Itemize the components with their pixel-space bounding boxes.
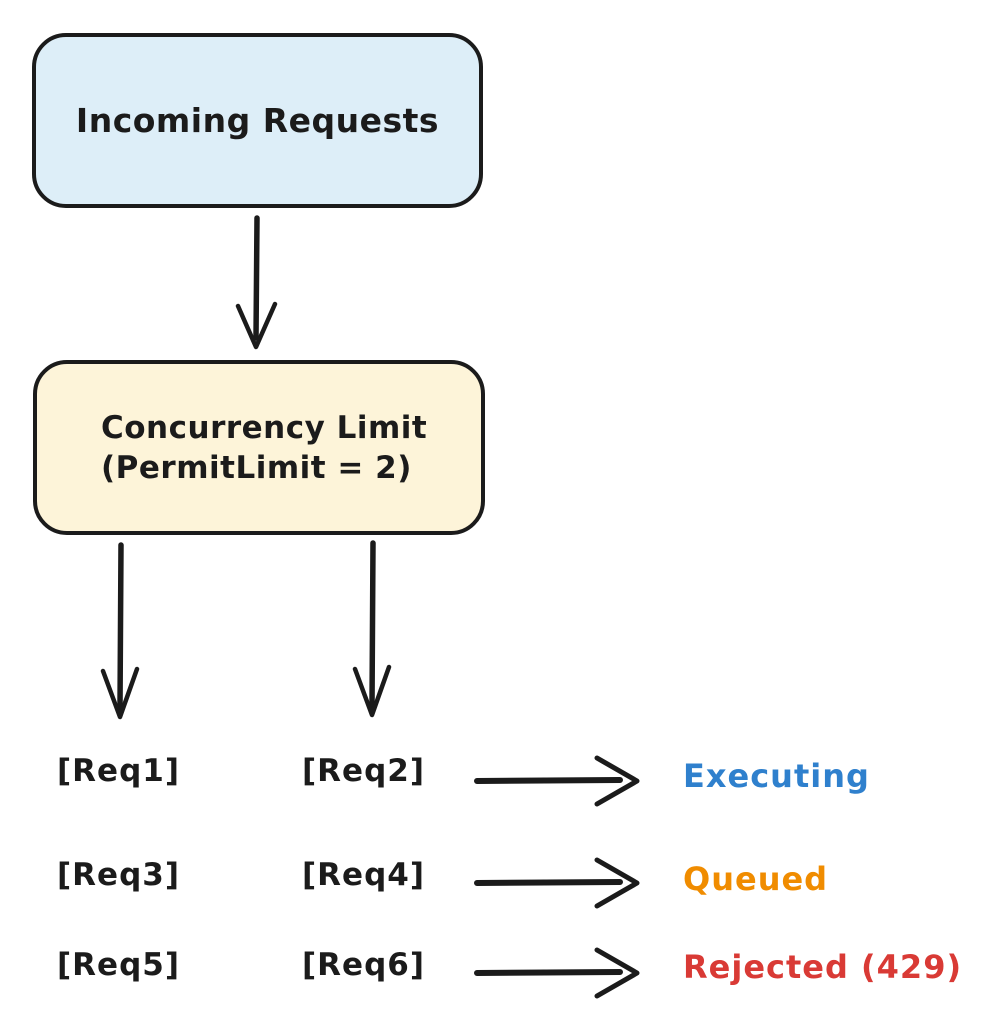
req4-label: [Req4] — [302, 857, 425, 893]
concurrency-limit-label-line2: (PermitLimit = 2) — [101, 449, 412, 486]
right-arrow-executing — [474, 755, 640, 807]
incoming-requests-box: Incoming Requests — [32, 33, 483, 208]
req6-label: [Req6] — [302, 947, 425, 983]
down-arrow-branch-right — [352, 540, 392, 718]
right-arrow-rejected — [474, 947, 640, 999]
incoming-requests-label: Incoming Requests — [75, 101, 440, 140]
status-queued-label: Queued — [683, 860, 829, 898]
req3-label: [Req3] — [57, 857, 180, 893]
status-rejected-label: Rejected (429) — [683, 948, 963, 986]
req1-label: [Req1] — [57, 753, 180, 789]
down-arrow-branch-left — [100, 542, 140, 720]
right-arrow-queued — [474, 857, 640, 909]
status-executing-label: Executing — [683, 757, 870, 795]
concurrency-limit-label-line1: Concurrency Limit — [101, 409, 428, 446]
down-arrow-incoming-to-limit — [235, 215, 278, 350]
req2-label: [Req2] — [302, 753, 425, 789]
concurrency-limit-box: Concurrency Limit (PermitLimit = 2) — [33, 360, 485, 535]
req5-label: [Req5] — [57, 947, 180, 983]
